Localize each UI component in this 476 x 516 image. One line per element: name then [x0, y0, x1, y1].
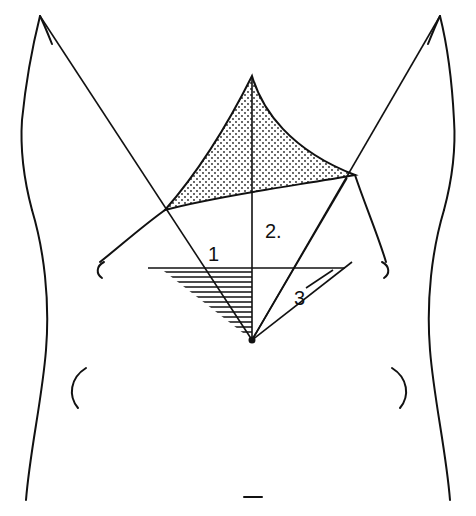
callout-number: 3 — [293, 288, 306, 308]
navel-dot — [249, 337, 256, 344]
callout-number: 1 — [207, 244, 220, 264]
callout-number: 2. — [264, 221, 283, 241]
